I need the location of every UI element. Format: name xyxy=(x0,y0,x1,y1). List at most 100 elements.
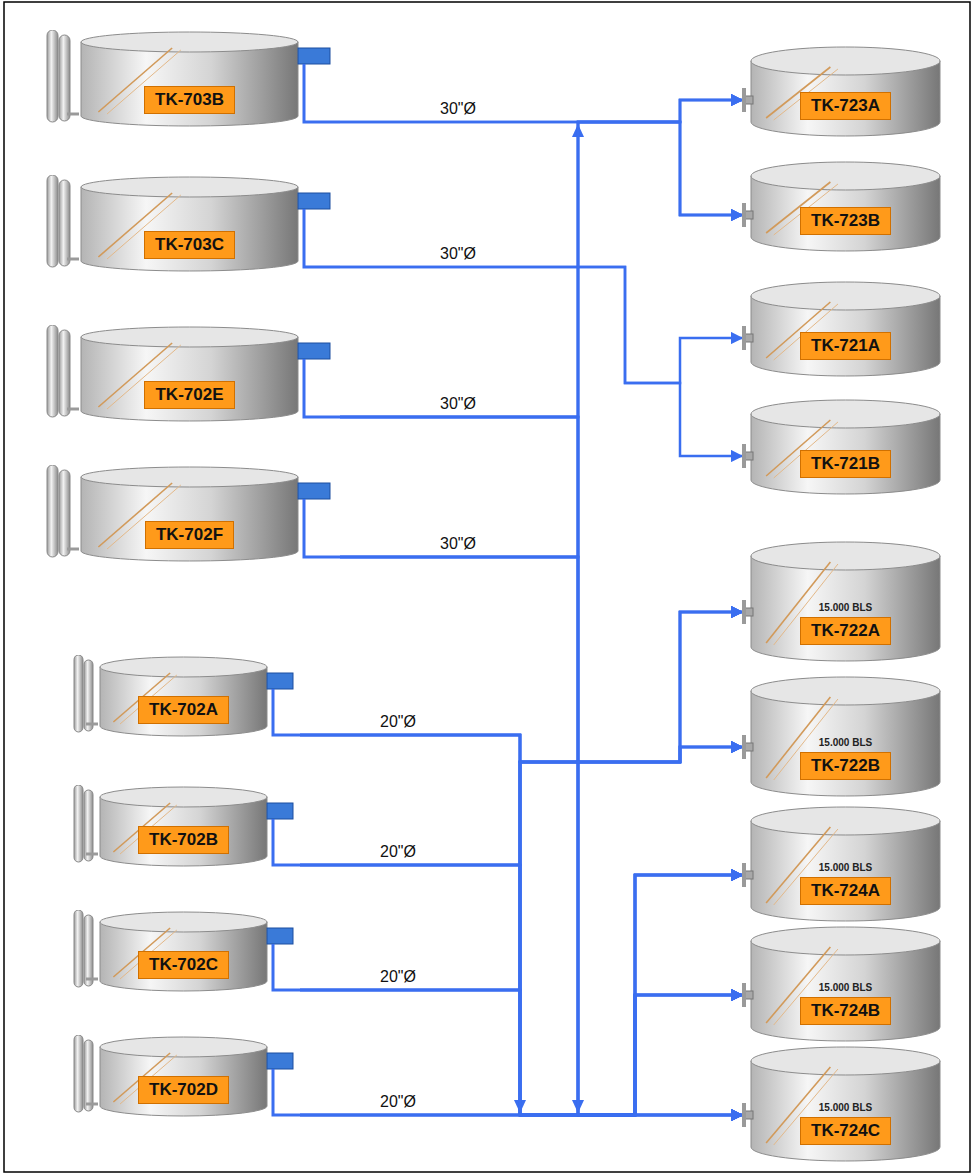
frame-border xyxy=(4,2,970,1172)
inlet-flange xyxy=(742,600,746,624)
tank-shell xyxy=(751,691,940,796)
outlet-pump xyxy=(298,483,330,499)
column xyxy=(59,470,70,556)
pipe-connector xyxy=(340,122,742,215)
pipe-size-label: 30"Ø xyxy=(438,100,478,118)
drain-nozzle xyxy=(67,258,79,261)
pipe-connector xyxy=(300,1114,742,1117)
tank-label-area: TK-702E xyxy=(81,341,298,415)
tank-roof xyxy=(751,677,940,705)
tank-roof xyxy=(100,1037,267,1057)
pipe-connector xyxy=(300,735,742,1115)
outlet-pump xyxy=(298,343,330,359)
tank-label-area: TK-721A xyxy=(751,300,940,366)
inlet-flange xyxy=(742,326,746,350)
tank-tag: TK-721A xyxy=(800,332,891,360)
capacity-label: 15.000 BLS xyxy=(819,602,872,613)
column xyxy=(84,660,93,731)
outlet-pump xyxy=(267,673,293,689)
storage-tank: TK-721B xyxy=(742,398,942,498)
pipe-size-label: 20"Ø xyxy=(378,1093,418,1111)
tank-roof xyxy=(81,177,298,197)
pipe-connector xyxy=(340,417,742,1115)
pipe-connector xyxy=(340,557,742,1115)
pipe-connector xyxy=(340,267,742,456)
capacity-label: 15.000 BLS xyxy=(819,737,872,748)
tank-tag: TK-723A xyxy=(800,92,891,120)
drain-nozzle xyxy=(86,978,98,981)
outlet-pump xyxy=(267,803,293,819)
column xyxy=(59,330,70,416)
storage-tank: TK-703B xyxy=(45,30,340,130)
storage-tank: TK-702E xyxy=(45,325,340,425)
pipe-connector xyxy=(340,100,742,417)
column xyxy=(74,1035,83,1112)
pipe-size-label: 20"Ø xyxy=(378,843,418,861)
capacity-label: 15.000 BLS xyxy=(819,1102,872,1113)
pipe-size-label: 30"Ø xyxy=(438,245,478,263)
storage-tank: TK-723A xyxy=(742,45,942,140)
storage-tank: TK-702F xyxy=(45,465,340,565)
tank-roof xyxy=(751,542,940,570)
tank-roof xyxy=(81,32,298,52)
storage-tank: 15.000 BLS TK-722A xyxy=(742,540,942,665)
tank-label-area: 15.000 BLSTK-722B xyxy=(751,695,940,786)
tank-tag: TK-722A xyxy=(800,617,891,645)
drain-nozzle xyxy=(67,113,79,116)
outlet-pump xyxy=(298,193,330,209)
tank-roof xyxy=(751,282,940,310)
outlet-pump xyxy=(267,928,293,944)
inlet-flange xyxy=(742,735,746,759)
tank-tag: TK-724B xyxy=(800,997,891,1025)
tank-figure xyxy=(45,175,340,275)
tank-tag: TK-703B xyxy=(144,86,235,114)
pipe-connector xyxy=(340,557,742,1115)
tank-shell xyxy=(751,556,940,661)
storage-tank: TK-723B xyxy=(742,160,942,255)
tank-tag: TK-703C xyxy=(144,231,235,259)
pipe-size-label: 20"Ø xyxy=(378,968,418,986)
pipe-connector xyxy=(300,747,742,1115)
pipe-size-label: 30"Ø xyxy=(438,535,478,553)
storage-tank: 15.000 BLS TK-724A xyxy=(742,805,942,925)
outlet-pipe xyxy=(273,944,300,990)
storage-tank: TK-703C xyxy=(45,175,340,275)
column xyxy=(74,655,83,732)
tank-roof xyxy=(751,927,940,955)
inlet-flange xyxy=(742,983,746,1007)
pipe-connector xyxy=(340,122,742,417)
tank-tag: TK-702A xyxy=(138,696,229,724)
tank-shell xyxy=(81,42,298,126)
column xyxy=(84,1040,93,1111)
drain-nozzle xyxy=(67,548,79,551)
storage-tank: 15.000 BLS TK-724C xyxy=(742,1045,942,1165)
column xyxy=(59,35,70,121)
drain-nozzle xyxy=(86,723,98,726)
tank-tag: TK-724C xyxy=(800,1117,891,1145)
tank-tag: TK-724A xyxy=(800,877,891,905)
tank-tag: TK-702B xyxy=(138,826,229,854)
tank-figure xyxy=(45,325,340,425)
capacity-label: 15.000 BLS xyxy=(819,862,872,873)
inlet-flange xyxy=(742,863,746,887)
tank-label-area: TK-703C xyxy=(81,191,298,265)
outlet-pipe xyxy=(273,689,300,735)
pipe-connector xyxy=(300,995,742,1115)
storage-tank: 15.000 BLSTK-722B xyxy=(742,675,942,800)
outlet-pump xyxy=(267,1053,293,1069)
tank-label-area: 15.000 BLS TK-724A xyxy=(751,825,940,911)
storage-tank: TK-702D xyxy=(72,1035,300,1120)
inlet-flange xyxy=(742,88,746,112)
pipe-connector xyxy=(300,612,742,1115)
tank-figure xyxy=(742,398,942,498)
tank-label-area: TK-703B xyxy=(81,46,298,120)
tank-label-area: TK-721B xyxy=(751,418,940,484)
tank-label-area: TK-723B xyxy=(751,180,940,241)
tank-tag: TK-723B xyxy=(800,207,891,235)
pipe-size-label: 30"Ø xyxy=(438,395,478,413)
outlet-pipe xyxy=(304,359,340,417)
tank-tag: TK-702C xyxy=(138,951,229,979)
tank-label-area: TK-723A xyxy=(751,65,940,126)
tank-shell xyxy=(751,821,940,921)
